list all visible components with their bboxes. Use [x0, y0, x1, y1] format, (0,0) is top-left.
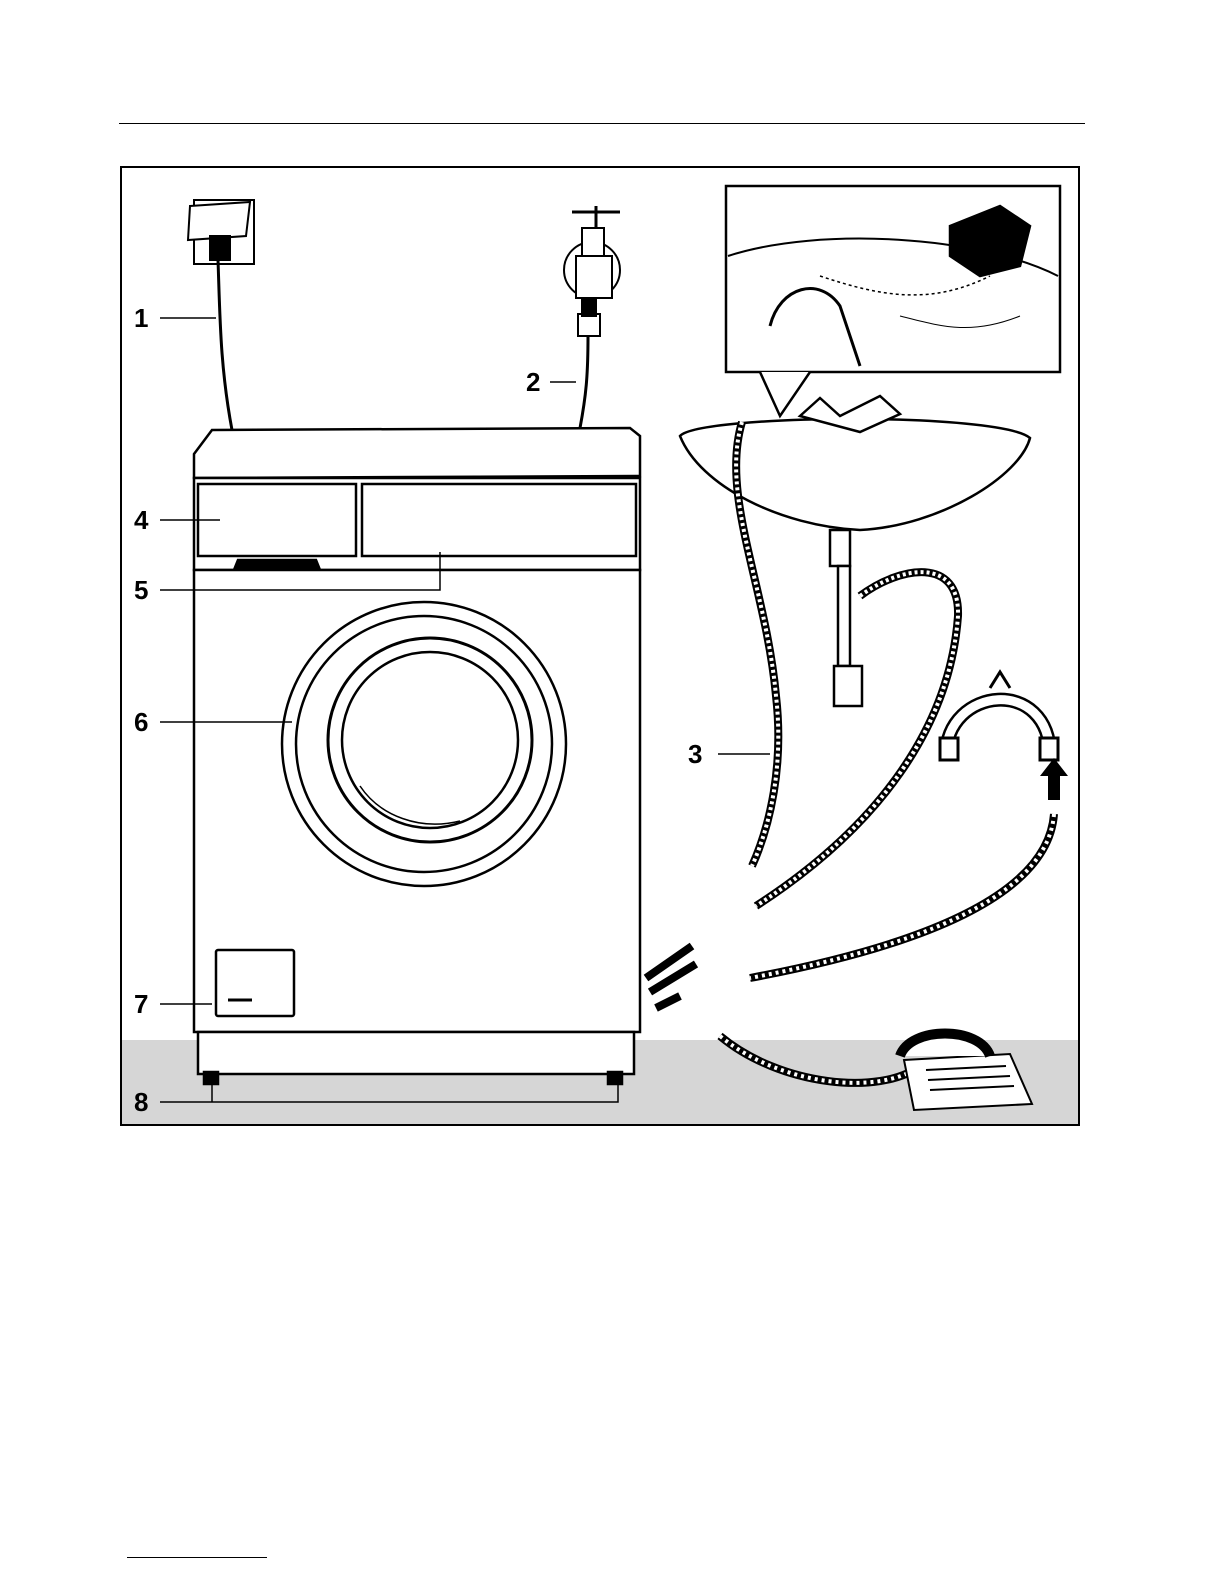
callout-7: 7	[134, 989, 148, 1019]
callout-4: 4	[134, 505, 149, 535]
washing-machine	[194, 428, 640, 1084]
control-panel	[362, 484, 636, 556]
callout-1: 1	[134, 303, 148, 333]
header-rule	[119, 123, 1085, 124]
detergent-drawer	[198, 484, 356, 556]
callout-2: 2	[526, 367, 540, 397]
pump-filter-flap	[216, 950, 294, 1016]
callout-8: 8	[134, 1087, 148, 1117]
callout-6: 6	[134, 707, 148, 737]
callout-3: 3	[688, 739, 702, 769]
callout-5: 5	[134, 575, 148, 605]
washing-machine-installation-figure: 1 2 3 4 5 6 7 8	[120, 166, 1080, 1126]
footer-rule	[127, 1557, 267, 1558]
